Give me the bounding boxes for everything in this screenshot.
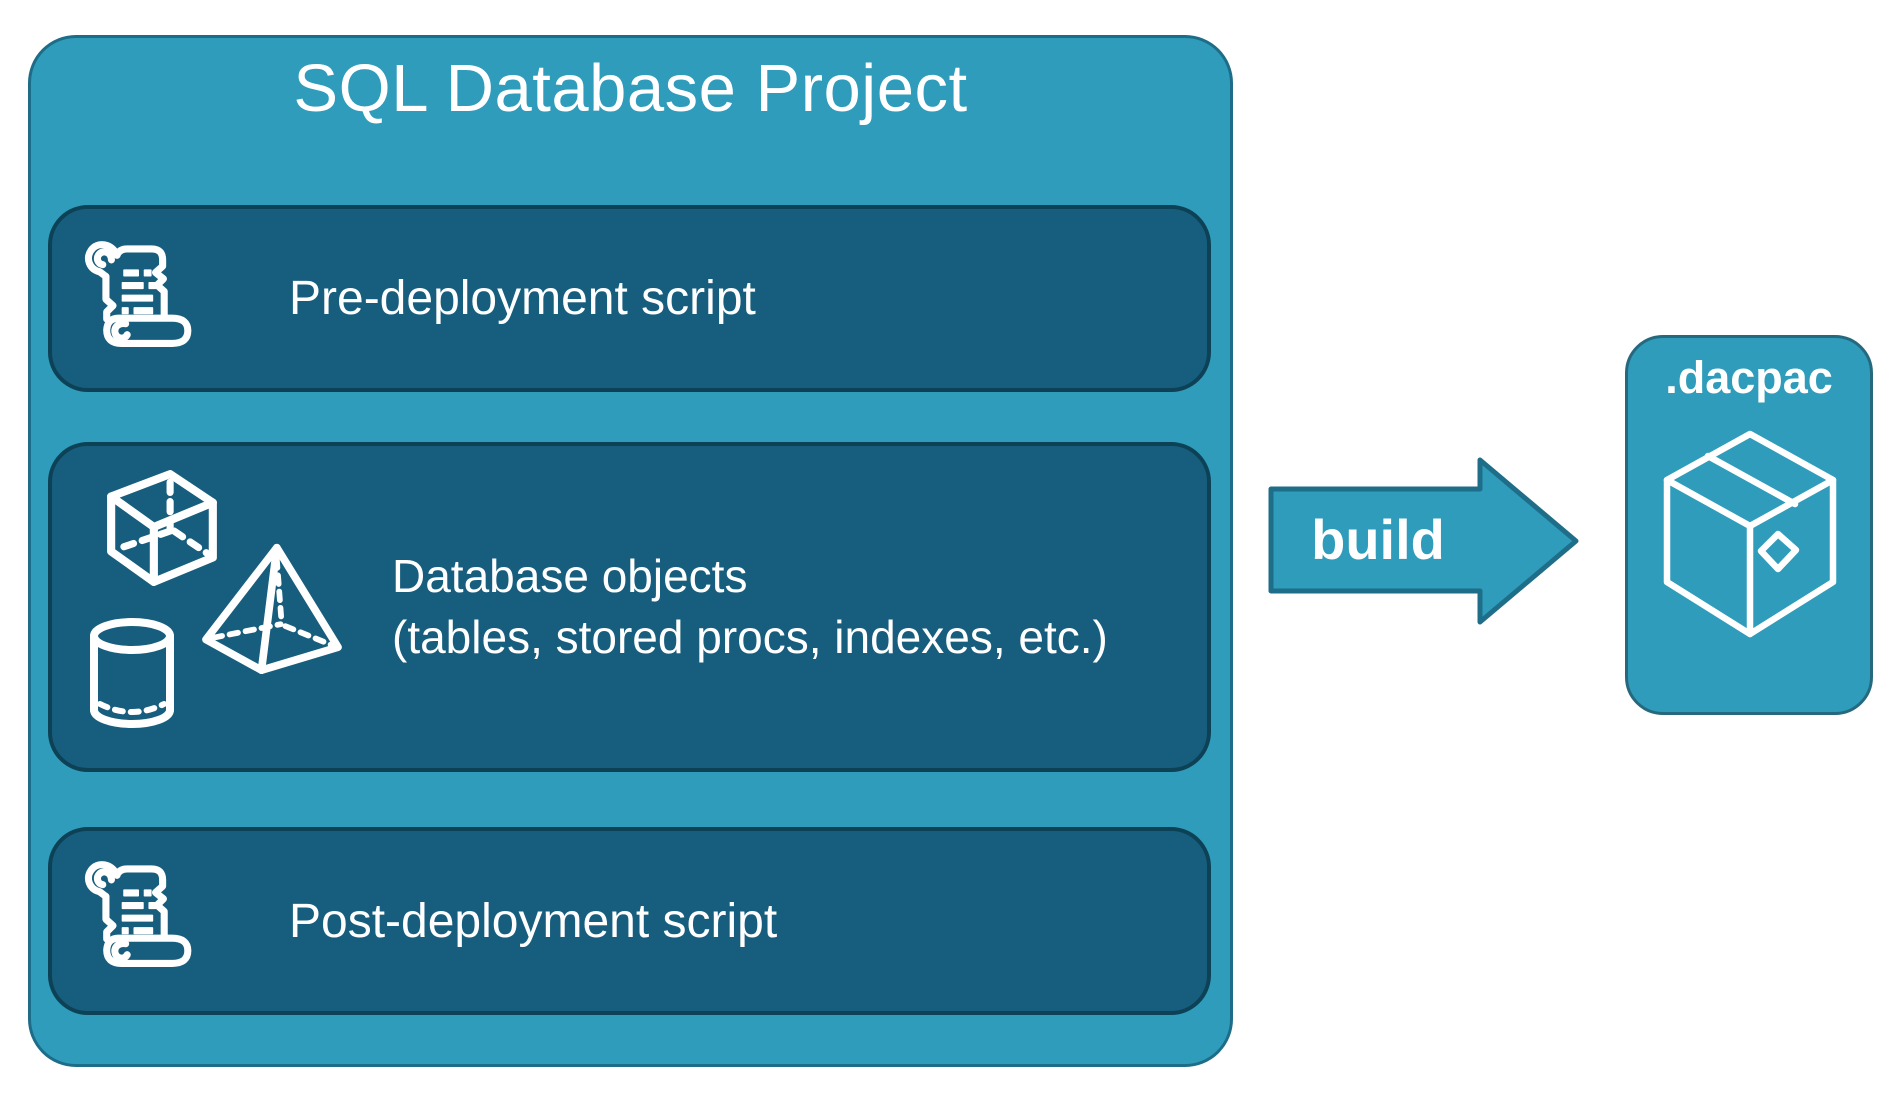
database-objects-label-line2: (tables, stored procs, indexes, etc.) [392,611,1108,663]
cylinder-icon [86,618,178,732]
package-icon [1661,428,1839,640]
build-label: build [1311,507,1445,571]
database-objects-box: Database objects (tables, stored procs, … [48,442,1211,772]
pre-deployment-label: Pre-deployment script [289,272,756,325]
scroll-icon [76,850,202,976]
project-title: SQL Database Project [293,51,968,126]
scroll-icon [76,230,202,356]
cube-icon [103,466,223,588]
post-deployment-box: Post-deployment script [48,827,1211,1015]
database-objects-label: Database objects (tables, stored procs, … [392,546,1108,668]
pyramid-icon [200,540,344,674]
build-arrow [1268,457,1580,625]
post-deployment-label: Post-deployment script [289,894,778,948]
dacpac-label: .dacpac [1665,352,1833,403]
pre-deployment-box: Pre-deployment script [48,205,1211,392]
database-objects-label-line1: Database objects [392,550,748,602]
